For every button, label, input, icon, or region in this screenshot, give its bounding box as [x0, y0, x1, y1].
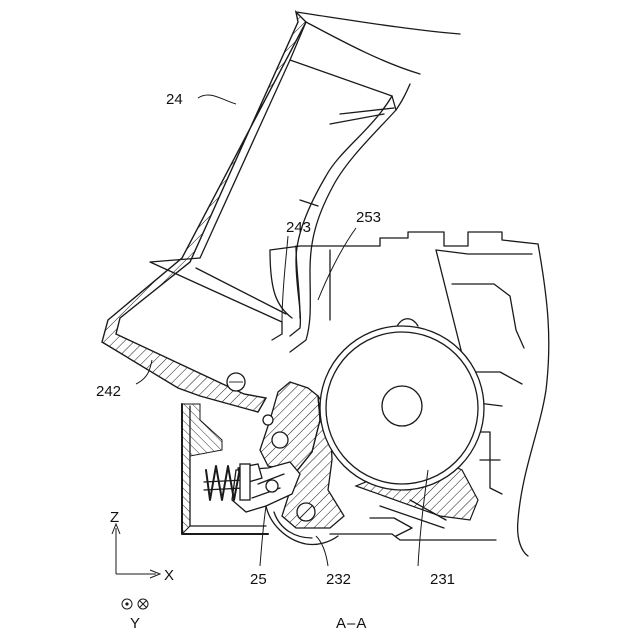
roller-231 — [320, 326, 484, 520]
label-cover: 24 — [166, 91, 183, 108]
y-axis-label: Y — [130, 615, 140, 632]
x-axis-label: X — [164, 567, 174, 584]
label-cover-edge: 243 — [286, 219, 311, 236]
spring — [204, 464, 250, 500]
label-lever: 25 — [250, 571, 267, 588]
label-roller-shaft: 232 — [326, 571, 351, 588]
label-rotation-guide: 253 — [356, 209, 381, 226]
roller-shaft-hub — [382, 386, 422, 426]
z-axis-label: Z — [110, 509, 119, 526]
label-cover-hinge: 242 — [96, 383, 121, 400]
guide-small-pin — [263, 415, 273, 425]
axis-indicator — [112, 524, 160, 609]
guide-pin — [272, 432, 288, 448]
label-roller: 231 — [430, 571, 455, 588]
section-label: A–A — [336, 615, 367, 632]
